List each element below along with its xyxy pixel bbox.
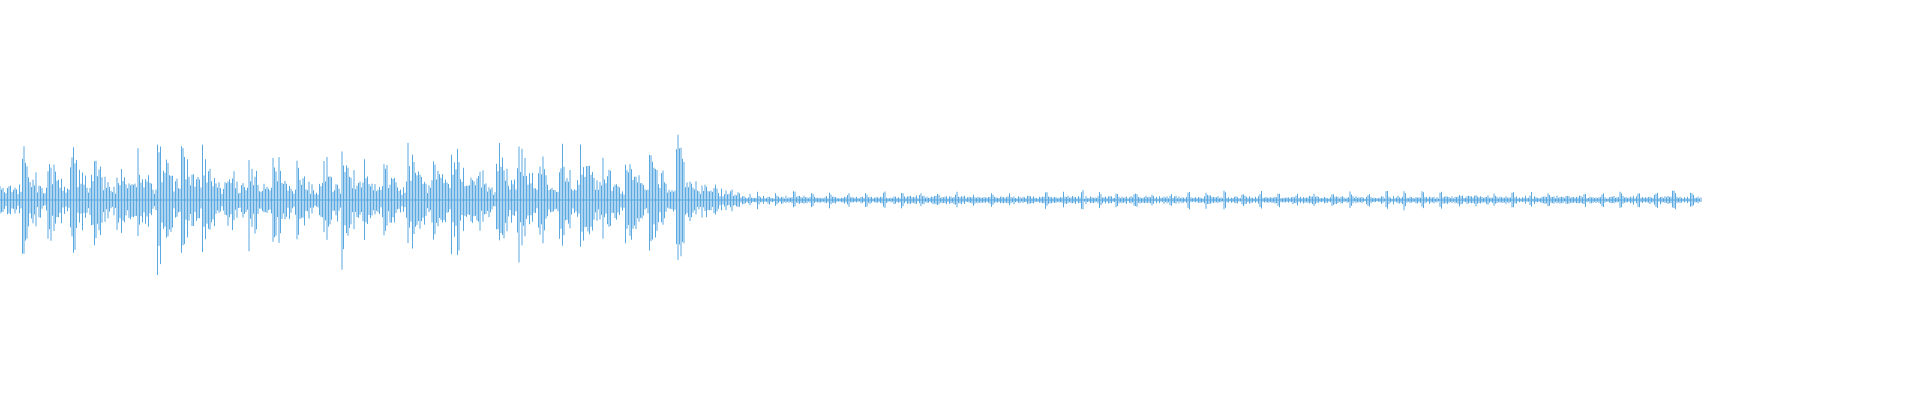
waveform-samples xyxy=(0,134,1702,275)
